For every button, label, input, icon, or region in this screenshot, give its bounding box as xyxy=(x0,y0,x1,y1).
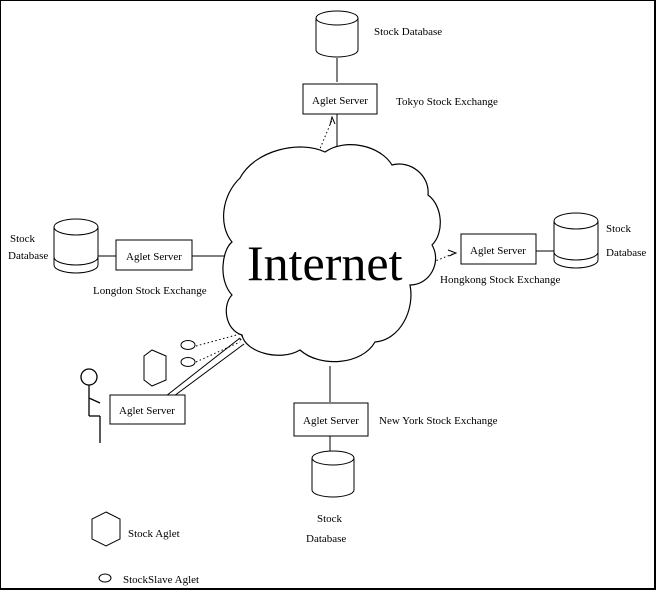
user-server-label: Aglet Server xyxy=(119,405,175,417)
hongkong-database-icon xyxy=(553,212,599,269)
user-net-link-1 xyxy=(165,337,241,397)
stockslave-aglet-icon-2 xyxy=(180,357,196,367)
connection-lines xyxy=(98,58,554,452)
london-database-icon xyxy=(53,218,99,274)
legend-stock-aglet-icon xyxy=(91,511,121,547)
stockslave-aglet-icon-1 xyxy=(180,340,196,350)
user-aglet-server xyxy=(109,394,186,425)
london-exchange-label: Longdon Stock Exchange xyxy=(93,285,207,297)
london-server-label: Aglet Server xyxy=(126,251,182,263)
newyork-exchange-label: New York Stock Exchange xyxy=(379,415,498,427)
newyork-database-icon xyxy=(311,450,355,498)
legend-stockslave-aglet-icon xyxy=(98,573,112,583)
tokyo-database-label: Stock Database xyxy=(374,26,442,38)
arrow-hongkong xyxy=(447,249,458,257)
tokyo-exchange-label: Tokyo Stock Exchange xyxy=(396,96,498,108)
hongkong-server-label: Aglet Server xyxy=(470,245,526,257)
legend-stock-aglet-label: Stock Aglet xyxy=(128,528,180,540)
tokyo-server-label: Aglet Server xyxy=(312,95,368,107)
london-database-label-line2: Database xyxy=(8,250,48,262)
user-net-link-2 xyxy=(173,343,245,397)
internet-cloud xyxy=(222,144,441,363)
hongkong-aglet-server xyxy=(460,233,537,265)
tokyo-aglet-server xyxy=(302,83,378,115)
hongkong-database-label-line2: Database xyxy=(606,247,646,259)
tokyo-database-icon xyxy=(315,10,359,58)
path-slave-1 xyxy=(195,333,241,347)
london-aglet-server xyxy=(115,239,193,271)
newyork-server-label: Aglet Server xyxy=(303,415,359,427)
server-boxes xyxy=(109,83,537,437)
legend-stockslave-aglet-label: StockSlave Aglet xyxy=(123,574,199,586)
newyork-database-label-line1: Stock xyxy=(317,513,343,525)
newyork-aglet-server xyxy=(293,402,369,437)
legend: Stock Aglet StockSlave Aglet xyxy=(91,511,199,586)
london-database-label-line1: Stock xyxy=(10,233,36,245)
arrow-tokyo xyxy=(329,115,336,126)
internet-label: Internet xyxy=(247,235,403,291)
stock-aglet-icon xyxy=(143,349,167,387)
newyork-database-label-line2: Database xyxy=(306,533,346,545)
path-arrowheads xyxy=(329,115,458,257)
user-stick-figure-icon xyxy=(80,368,101,443)
hongkong-exchange-label: Hongkong Stock Exchange xyxy=(440,274,560,286)
path-slave-2 xyxy=(195,341,241,363)
hongkong-database-label-line1: Stock xyxy=(606,223,632,235)
